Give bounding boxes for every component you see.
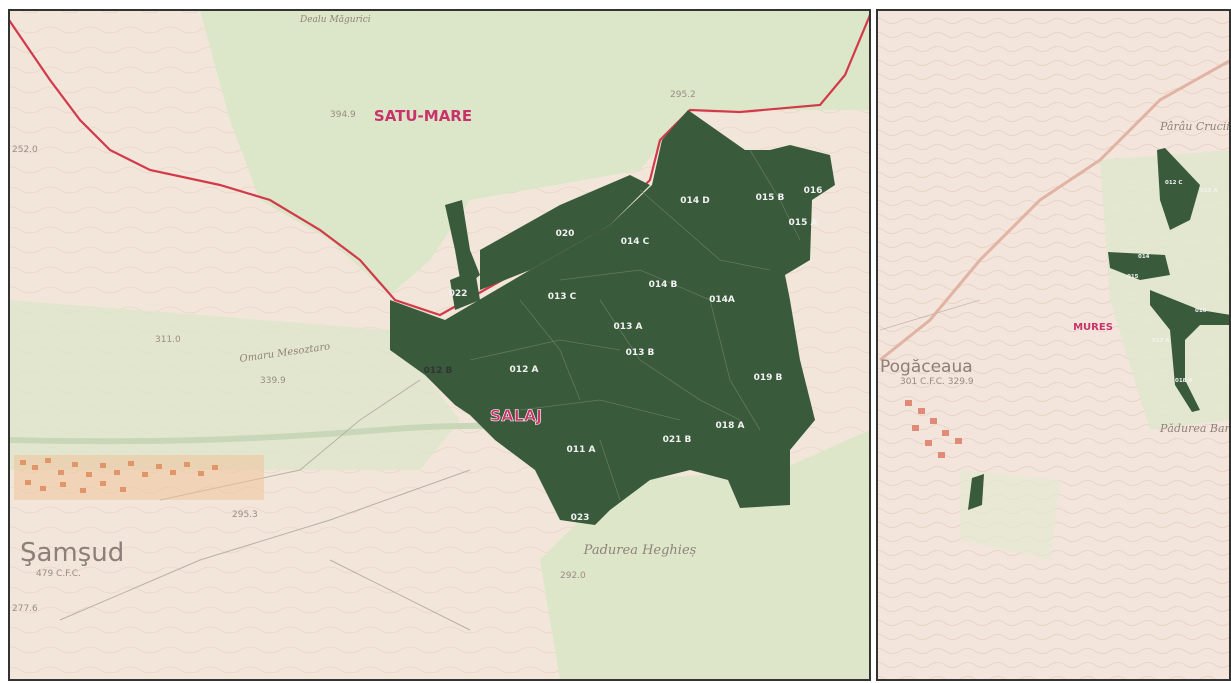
- parcel-label-015b: 015 B: [756, 193, 785, 203]
- parcel-label-020: 020: [556, 229, 575, 239]
- right-woodland-area-2: [960, 470, 1060, 560]
- parcel-label-013a: 013 A: [614, 322, 643, 332]
- town-name-samsud: Şamşud: [20, 538, 124, 568]
- parcel-label-014d: 014 D: [680, 196, 709, 206]
- place-label-top: Pârâu Crucii: [1159, 120, 1230, 133]
- parcel-label-014b: 014 B: [649, 280, 678, 290]
- parcel-label-015a: 015 A: [789, 218, 818, 228]
- right-parcel-label: 017 A: [1152, 338, 1170, 344]
- woodland-area-north: [200, 10, 870, 295]
- forest-protrusion-3: [480, 175, 650, 290]
- place-label-right: Pădurea Bar: [1159, 422, 1231, 435]
- elevation-label: 277.6: [12, 604, 38, 614]
- parcel-label-013c: 013 C: [548, 292, 577, 302]
- parcel-label-018a: 018 A: [716, 421, 745, 431]
- hill-name-label: Dealu Măgurici: [299, 14, 371, 25]
- forest-parcels-polygon: [390, 110, 835, 525]
- elevation-label: 292.0: [560, 571, 586, 581]
- right-main-road: [879, 58, 1231, 362]
- parcel-label-012b: 012 B: [424, 366, 453, 376]
- elevation-label: 311.0: [155, 335, 181, 345]
- right-forest-fragment-2: [1108, 252, 1170, 280]
- parcel-label-023: 023: [571, 513, 590, 523]
- elevation-label: 339.9: [260, 376, 286, 386]
- road-line-2: [59, 469, 471, 621]
- right-forest-fragment-4: [968, 474, 984, 510]
- village-altitude: 301 C.F.C. 329.9: [900, 377, 974, 387]
- right-map-panel: 012 C 013 A 014 015 016 017 A 018 A MURE…: [877, 10, 1231, 680]
- right-parcel-label: 016: [1195, 308, 1207, 314]
- right-forest-fragment: [1157, 148, 1200, 230]
- town-altitude: 479 C.F.C.: [36, 569, 81, 579]
- right-forest-fragment-3: [1150, 290, 1231, 412]
- parcel-label-022: 022: [449, 289, 468, 299]
- left-panel-border: [8, 9, 871, 681]
- right-road-line: [879, 299, 981, 331]
- elevation-label: 252.0: [12, 145, 38, 155]
- parcel-label-012a: 012 A: [510, 365, 539, 375]
- region-label-salaj: SALAJ: [490, 406, 542, 425]
- region-label-mures: MURES: [1073, 322, 1113, 333]
- woodland-area-west: [9, 300, 460, 470]
- parcel-label-014c: 014 C: [621, 237, 650, 247]
- right-parcel-label: 014: [1138, 254, 1150, 260]
- road-line-3: [329, 559, 471, 631]
- parcel-dividers: [469, 149, 801, 501]
- forest-name-label: Padurea Heghieș: [583, 543, 697, 558]
- right-woodland-area: [1100, 150, 1231, 430]
- right-parcel-label: 015: [1127, 274, 1139, 280]
- county-boundary-line: [9, 14, 870, 317]
- parcel-label-019b: 019 B: [754, 373, 783, 383]
- right-panel-border: [876, 9, 1231, 681]
- settlement-samsud: [14, 455, 264, 500]
- parcel-label-011a: 011 A: [567, 445, 596, 455]
- elevation-label: 295.3: [232, 510, 258, 520]
- elevation-label: 295.2: [670, 90, 696, 100]
- right-parcel-label: 018 A: [1175, 378, 1193, 384]
- right-parcel-label: 012 C: [1165, 180, 1182, 186]
- right-parcel-label: 013 A: [1200, 188, 1218, 194]
- parcel-label-016: 016: [804, 186, 823, 196]
- parcel-label-021b: 021 B: [663, 435, 692, 445]
- elevation-label: 394.9: [330, 110, 356, 120]
- left-map-panel: 020 014 C 014 D 015 B 016 015 A 022 013 …: [9, 10, 870, 680]
- village-name-pogaceaua: Pogăceaua: [880, 357, 973, 377]
- region-label-satu-mare: SATU-MARE: [374, 107, 472, 125]
- settlement-pogaceaua: [905, 400, 962, 458]
- parcel-label-013b: 013 B: [626, 348, 655, 358]
- parcel-label-014a: 014A: [709, 295, 735, 305]
- forest-protrusion: [445, 200, 480, 290]
- forest-protrusion-2: [450, 270, 480, 310]
